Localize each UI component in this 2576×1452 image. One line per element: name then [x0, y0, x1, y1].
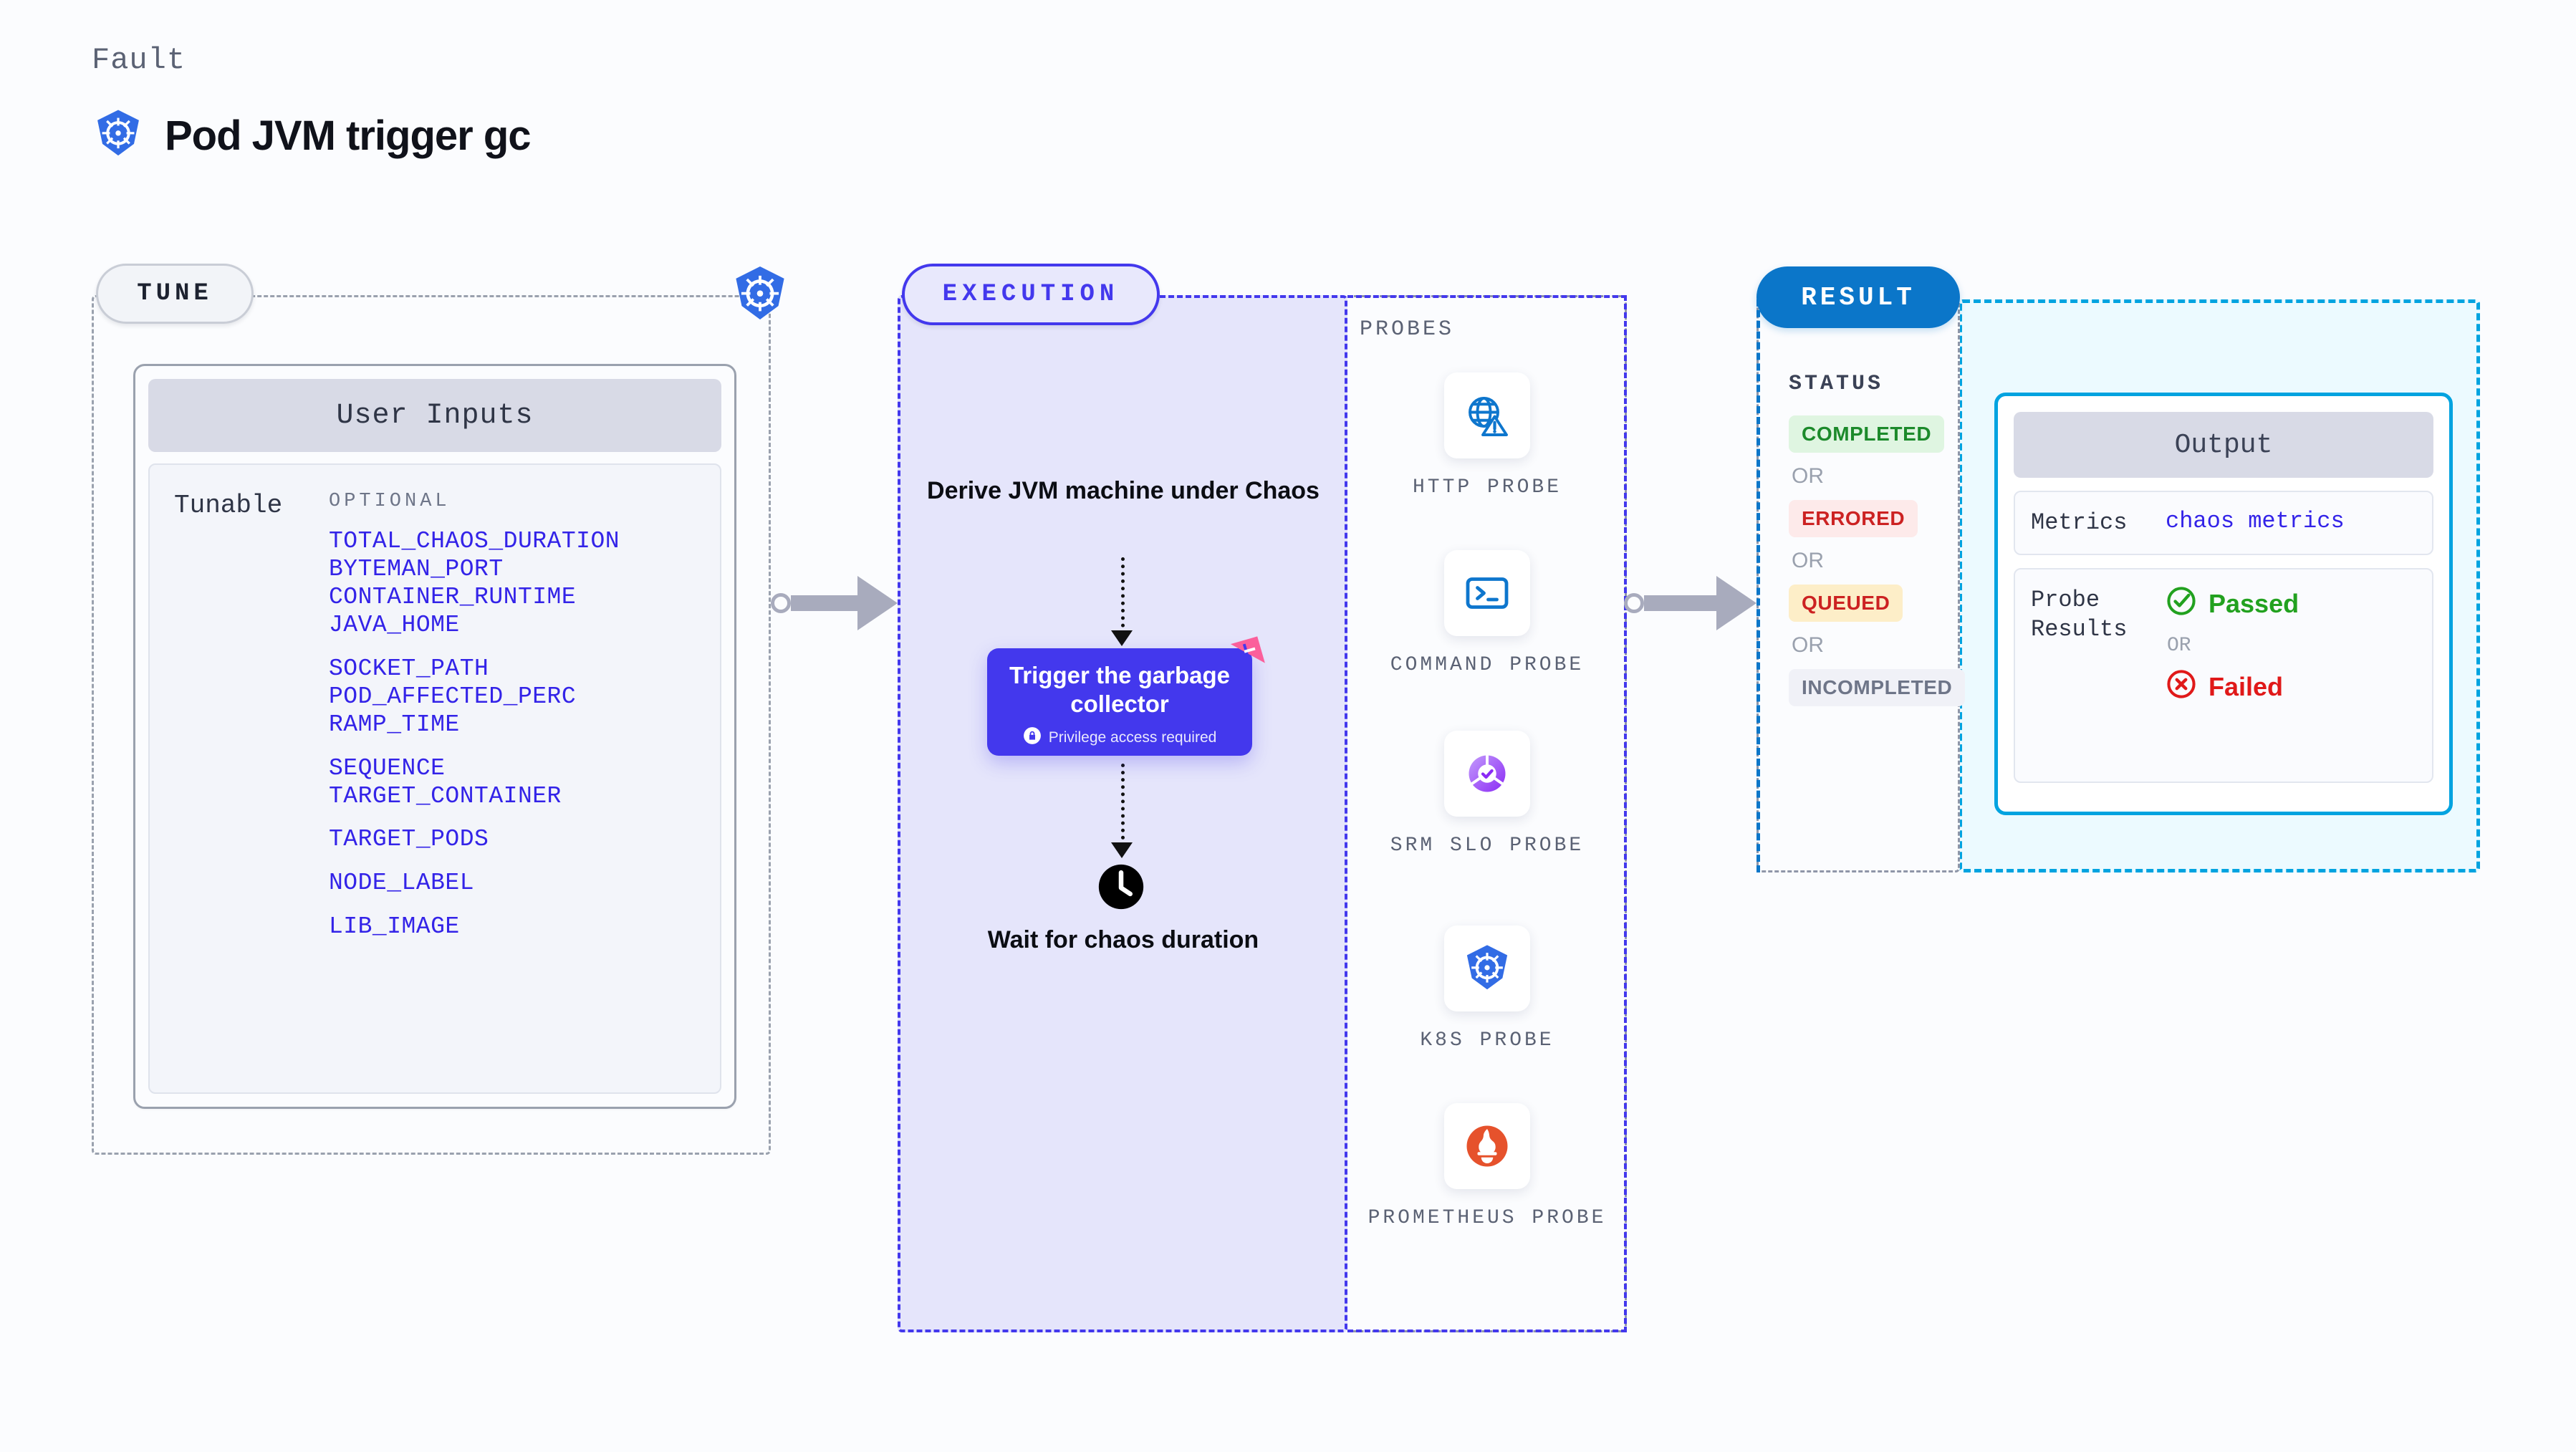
- execution-action-title: Trigger the garbage collector: [1009, 662, 1231, 717]
- optional-label: OPTIONAL: [329, 491, 451, 512]
- user-inputs-card: User Inputs Tunable OPTIONAL TOTAL_CHAOS…: [133, 364, 736, 1109]
- tunable-item[interactable]: TOTAL_CHAOS_DURATION: [329, 528, 620, 554]
- metrics-key: Metrics: [2031, 509, 2128, 536]
- status-badge: QUEUED: [1789, 585, 1903, 622]
- output-title: Output: [2014, 412, 2433, 478]
- connector-start-dot: [771, 593, 791, 613]
- connector-start-dot: [1624, 593, 1644, 613]
- probe-command-label: COMMAND PROBE: [1390, 654, 1585, 676]
- status-badge-stack: COMPLETED OR ERRORED OR QUEUED OR INCOMPLETED: [1789, 415, 1966, 706]
- probe-result-or-label: OR: [2167, 634, 2191, 657]
- lock-icon: [1023, 726, 1042, 749]
- tunable-item[interactable]: TARGET_CONTAINER: [329, 782, 562, 809]
- probe-command[interactable]: COMMAND PROBE: [1347, 550, 1627, 679]
- status-or-label: OR: [1792, 633, 1824, 657]
- globe-warning-icon: [1444, 372, 1530, 458]
- page-title: Pod JVM trigger gc: [165, 112, 532, 159]
- connector-arrowhead: [857, 576, 898, 630]
- dotted-arrowhead-1: [1111, 630, 1133, 646]
- probes-bottom-border: [1347, 1330, 1627, 1332]
- terminal-icon: [1444, 550, 1530, 636]
- execution-pill-label: EXECUTION: [902, 264, 1160, 325]
- result-pill-label: RESULT: [1756, 266, 1960, 328]
- page-header: Fault Pod JVM trigger gc: [92, 43, 532, 164]
- probe-http-label: HTTP PROBE: [1412, 476, 1562, 499]
- probe-results-key: Probe Results: [2031, 586, 2128, 643]
- privilege-badge-text: Privilege access required: [1048, 729, 1217, 746]
- tune-region: [92, 295, 771, 1155]
- connector-bar: [1644, 595, 1716, 611]
- tunable-item[interactable]: LIB_IMAGE: [329, 913, 460, 941]
- status-badge: ERRORED: [1789, 500, 1918, 537]
- privilege-badge: Privilege access required: [987, 726, 1252, 749]
- tunable-label: Tunable: [174, 491, 283, 520]
- probe-k8s[interactable]: K8S PROBE: [1347, 925, 1627, 1054]
- result-left-border: [1756, 299, 1760, 872]
- tunable-item[interactable]: CONTAINER_RUNTIME: [329, 583, 577, 610]
- connector-bar: [791, 595, 857, 611]
- probe-result-passed-label: Passed: [2209, 589, 2299, 619]
- srm-slo-donut-icon: [1444, 731, 1530, 817]
- execution-action-card[interactable]: Trigger the garbage collector Privilege …: [987, 636, 1265, 756]
- probe-prometheus-label: PROMETHEUS PROBE: [1368, 1207, 1607, 1229]
- probe-k8s-label: K8S PROBE: [1420, 1029, 1554, 1052]
- prometheus-icon: [1444, 1103, 1530, 1189]
- execution-region: [898, 295, 1347, 1332]
- metrics-value[interactable]: chaos metrics: [2166, 508, 2345, 534]
- kubernetes-icon: [1444, 925, 1530, 1011]
- tunable-item[interactable]: TARGET_PODS: [329, 826, 489, 853]
- probe-http[interactable]: HTTP PROBE: [1347, 372, 1627, 501]
- probe-prometheus[interactable]: PROMETHEUS PROBE: [1347, 1103, 1627, 1232]
- clock-icon: [1097, 862, 1145, 911]
- dotted-connector-2: [1121, 764, 1125, 847]
- output-card: Output Metrics chaos metrics Probe Resul…: [1994, 393, 2453, 815]
- user-inputs-title: User Inputs: [148, 379, 721, 452]
- status-badge: COMPLETED: [1789, 415, 1945, 453]
- probes-section-label: PROBES: [1360, 317, 1455, 342]
- tune-to-execution-connector: [771, 576, 898, 630]
- connector-arrowhead: [1716, 576, 1756, 630]
- status-label: STATUS: [1789, 372, 1884, 396]
- dotted-connector-1: [1121, 557, 1125, 635]
- tunable-item[interactable]: RAMP_TIME: [329, 711, 460, 738]
- tunable-item[interactable]: SEQUENCE: [329, 754, 446, 782]
- execution-step-derive-jvm: Derive JVM machine under Chaos: [927, 477, 1320, 504]
- execution-to-result-connector: [1624, 576, 1756, 630]
- tunable-item[interactable]: POD_AFFECTED_PERC: [329, 683, 577, 710]
- fault-eyebrow-label: Fault: [92, 43, 186, 77]
- kubernetes-icon: [729, 264, 791, 325]
- execution-step-wait-chaos: Wait for chaos duration: [987, 926, 1259, 953]
- probe-srm-slo[interactable]: SRM SLO PROBE: [1347, 731, 1627, 860]
- pink-flag-icon: [1225, 633, 1269, 677]
- probe-result-failed-label: Failed: [2209, 672, 2284, 702]
- tune-pill-label: TUNE: [96, 264, 254, 324]
- tunable-item[interactable]: NODE_LABEL: [329, 870, 475, 897]
- tunable-item[interactable]: BYTEMAN_PORT: [329, 555, 504, 582]
- metrics-row: Metrics chaos metrics: [2014, 491, 2433, 555]
- probe-result-passed: Passed: [2166, 585, 2432, 623]
- probes-top-border: [1347, 295, 1627, 298]
- tunable-item[interactable]: SOCKET_PATH: [329, 655, 489, 682]
- probe-results-row: Probe Results Passed OR: [2014, 567, 2433, 783]
- probes-right-border: [1624, 295, 1627, 1332]
- tunable-item[interactable]: JAVA_HOME: [329, 611, 460, 638]
- x-circle-icon: [2166, 668, 2197, 706]
- status-or-label: OR: [1792, 549, 1824, 572]
- check-circle-icon: [2166, 585, 2197, 623]
- kubernetes-icon: [92, 107, 145, 164]
- dotted-arrowhead-2: [1111, 842, 1133, 858]
- status-badge: INCOMPLETED: [1789, 669, 1966, 706]
- probe-result-failed: Failed: [2166, 668, 2432, 706]
- probe-srm-slo-label: SRM SLO PROBE: [1390, 835, 1585, 857]
- page-title-row: Pod JVM trigger gc: [92, 107, 532, 164]
- status-or-label: OR: [1792, 464, 1824, 488]
